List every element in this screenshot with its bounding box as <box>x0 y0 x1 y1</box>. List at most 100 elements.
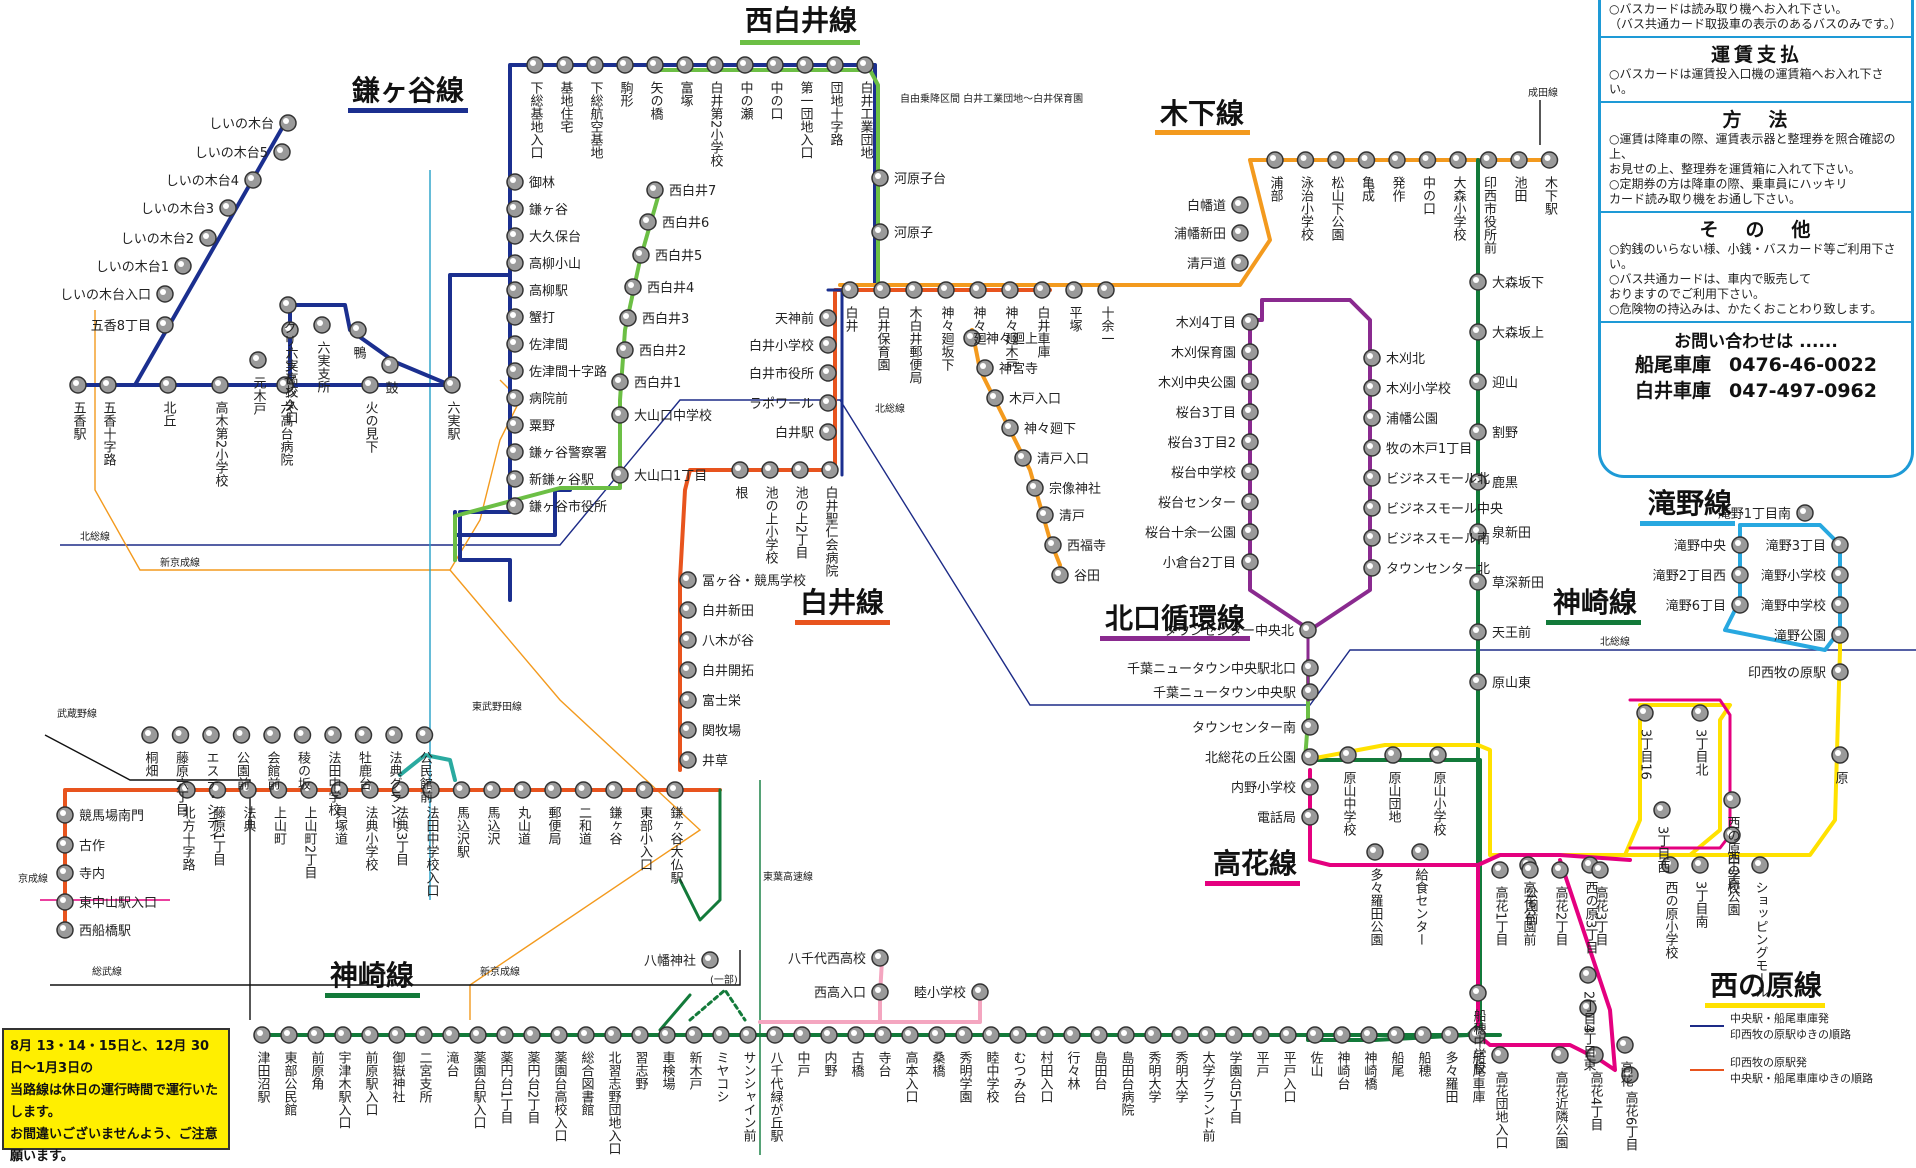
bus-stop-shine-nishishiroi_box-3 <box>823 398 829 404</box>
depot-phone-funao[interactable]: 0476-46-0022 <box>1729 354 1877 376</box>
stop-label-nishishiroi_top-11: 白井工業団地 <box>858 80 874 159</box>
stop-label-takino-3: 滝野6丁目 <box>1666 599 1726 614</box>
title-kamagaya: 鎌ヶ谷線 <box>352 74 464 107</box>
stop-label-kamagaya_branch-2: 六実高校入口 <box>283 346 299 424</box>
bus-stop-shine-nishishiroi_top-3 <box>620 60 626 66</box>
stop-label-cnt-1: 千葉ニュータウン中央駅 <box>1153 686 1296 701</box>
bus-stop-shine-mid_row-1 <box>877 285 883 291</box>
stop-label-shiinoki-3: しいの木台3 <box>141 202 214 217</box>
underline-kinoshita <box>1155 130 1250 135</box>
bus-stop-shine-kanzaki_bottom-40 <box>1337 1030 1343 1036</box>
bus-stop-shine-shiinoki-1 <box>277 147 283 153</box>
stop-label-kanzaki_bottom-23: 寺台 <box>876 1051 892 1077</box>
stop-label-kanzaki_bottom-44: 多々羅田 <box>1443 1050 1459 1103</box>
bus-stop-shine-kanzaki_upper-1 <box>175 730 182 736</box>
bus-stop-shine-kinoshita_left-0 <box>1235 200 1241 206</box>
bus-stop-shine-kanzaki_upper-8 <box>389 730 395 736</box>
stop-label-shiinoki-0: しいの木台 <box>209 117 274 132</box>
stop-label-kanzaki_top-5: 貝塚道 <box>332 806 348 845</box>
rail-narita: 成田線 <box>1528 86 1558 99</box>
stop-label-mid_row-0: 白井 <box>843 305 859 333</box>
stop-label-kanzaki_top-0: 北方十字路 <box>180 806 196 871</box>
stop-label-kitaguchi_right-4: ビジネスモール北 <box>1386 472 1490 487</box>
stop-label-kanzaki_upper-3: 公園前 <box>234 751 250 790</box>
stop-label-kamagaya_row-6: 六実駅 <box>445 401 461 441</box>
bus-stop-shine-takahana-8 <box>1583 1003 1589 1009</box>
stop-label-kanzaki_bottom-10: 薬円台2丁目 <box>525 1051 541 1125</box>
bus-stop-shine-kinoshita_top-6 <box>1453 155 1459 161</box>
stop-label-kinoshita_diag-2: 木戸入口 <box>1009 392 1061 407</box>
stop-label-takahana-2: 高花1丁目 <box>1493 885 1509 946</box>
legend-row-blue: 中央駅・船尾車庫発 印西牧の原駅ゆきの順路 <box>1690 1010 1914 1042</box>
stop-label-kanzaki_top-1: 藤原1丁目 <box>210 806 226 867</box>
bus-stop-shine-kanzaki_bottom-12 <box>581 1030 587 1036</box>
bus-stop-shine-kamagaya_col-8 <box>510 393 516 399</box>
stop-label-kanzaki_upper-0: 桐畑 <box>143 751 159 777</box>
stop-label-cnt_col-3: 電話局 <box>1257 810 1296 826</box>
stop-label-kamagaya_col-8: 病院前 <box>529 391 568 407</box>
bus-stop-shine-mid_row-6 <box>1037 285 1043 291</box>
map-notes: 自由乗降区間 白井工業団地〜白井保育園 (一部) <box>710 92 1083 986</box>
bus-stop-shine-nishishiroi_box-2 <box>823 368 829 374</box>
bus-stop-shine-kanzaki_bottom-2 <box>311 1030 317 1036</box>
stop-label-kanzaki_bottom-20: 中戸 <box>795 1051 811 1077</box>
bus-stop-shine-nishinohara-6 <box>1665 860 1671 866</box>
bus-stop-shine-kanzaki_top-6 <box>365 785 371 791</box>
bus-stop-shine-shiinoki-6 <box>160 289 166 295</box>
bus-stop-shine-kanzaki_bottom-43 <box>1418 1030 1424 1036</box>
stop-label-kamagaya_col-7: 佐津間十字路 <box>529 364 607 380</box>
bus-stop-shine-shiroi_col-5 <box>683 725 689 731</box>
stop-label-kinoshita_right-5: 泉新田 <box>1492 525 1531 541</box>
stop-label-kanzaki_bottom-36: 学園台5丁目 <box>1227 1050 1243 1124</box>
bus-stop-shine-kanzaki_top-13 <box>578 785 585 791</box>
bus-stop-shine-takahana-5 <box>1595 865 1601 871</box>
stop-label-kitaguchi_right-2: 浦幡公園 <box>1386 412 1438 427</box>
bus-stop-shine-kanzaki_bottom-18 <box>743 1030 749 1036</box>
stop-label-kanzaki_upper-7: 牡鹿台 <box>356 751 372 790</box>
bus-stop-shine-kanzaki_bottom-42 <box>1391 1030 1397 1036</box>
info-section-method: 方 法 ○運賃は降車の際、運賃表示器と整理券を照合確認の上、 お見せの上、整理券… <box>1601 103 1911 213</box>
underline-kanzaki-south <box>325 993 420 998</box>
bus-stop-shine-kitaguchi_right-4 <box>1367 473 1373 479</box>
bus-stop-shine-kinoshita_diag-7 <box>1048 540 1054 546</box>
stop-label-kitaguchi_left-4: 桜台3丁目2 <box>1167 436 1236 451</box>
bus-stop-shine-nishinohara-7 <box>1695 860 1701 866</box>
stop-label-kanzaki_bottom-39: 佐山 <box>1308 1051 1324 1077</box>
bus-stop-shine-cnt_col-0 <box>1305 722 1311 728</box>
bus-stop-shine-nishishiroi_col-3 <box>628 282 634 288</box>
stop-label-takahana-6: 船穂中学校 <box>1471 1009 1487 1074</box>
bus-stop-shine-south_branch-3 <box>975 987 981 993</box>
bus-stop-shine-kanzaki_bottom-25 <box>932 1030 938 1036</box>
stop-label-nishishiroi_top-3: 駒形 <box>618 81 634 108</box>
bus-stop-shine-kinoshita_top-4 <box>1392 155 1398 161</box>
bus-stop-shine-takino-1 <box>1735 540 1741 546</box>
bus-stop-shine-kinoshita_top-3 <box>1361 155 1368 161</box>
depot-phone-shiroi[interactable]: 047-497-0962 <box>1729 380 1877 402</box>
bus-stop-shine-shiroi_row-2 <box>795 465 801 471</box>
stop-label-kinoshita_top-9: 木下駅 <box>1542 176 1558 216</box>
stop-label-kanzaki_upper-5: 稜の坂 <box>295 751 311 790</box>
stop-label-takahana-4: 高花2丁目 <box>1553 885 1569 946</box>
stop-label-takino-0: 滝野1丁目南 <box>1718 506 1791 522</box>
bus-stop-shine-kanzaki_bottom-10 <box>527 1030 533 1036</box>
bus-stop-shine-kanzaki_bottom-35 <box>1202 1030 1208 1036</box>
bus-stop-shine-mid_row-8 <box>1101 285 1107 291</box>
stop-label-nishinohara-6: 西の原小学校 <box>1663 881 1679 959</box>
bus-stop-shine-south_row_left-1 <box>60 840 66 846</box>
bus-stop-shine-kinoshita_diag-8 <box>1055 570 1061 576</box>
title-takino: 滝野線 <box>1648 487 1732 520</box>
bus-stop-shine-kitaguchi_right-5 <box>1367 503 1373 509</box>
bus-stop-shine-nishishiroi_col-8 <box>615 470 621 476</box>
bus-stop-shine-shiroi_row-3 <box>825 465 831 471</box>
bus-stop-shine-kanzaki_top-5 <box>334 785 341 791</box>
stop-label-kinoshita_right-1: 大森坂上 <box>1492 326 1544 341</box>
stop-label-nishinohara-1: 3丁目北 <box>1693 729 1709 778</box>
stop-label-kamagaya_col-11: 新鎌ヶ谷駅 <box>529 472 594 488</box>
rail-tobu: 東武野田線 <box>472 700 522 713</box>
stop-label-kinoshita_top-4: 発作 <box>1390 176 1406 202</box>
bus-stop-shine-kamagaya_col-11 <box>510 474 516 480</box>
underline-nishinohara <box>1705 1003 1825 1008</box>
stop-label-takino-7: 滝野公園 <box>1774 629 1826 644</box>
info-fare-heading: 運賃支払 <box>1710 44 1803 66</box>
